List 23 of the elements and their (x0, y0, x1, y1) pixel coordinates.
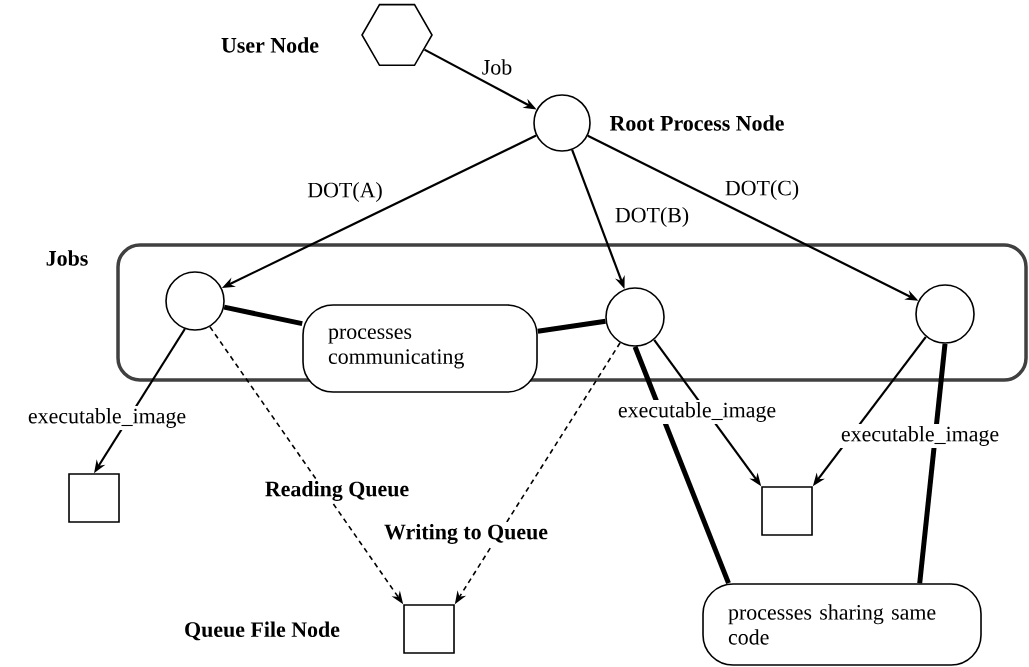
process-circle (165, 271, 225, 331)
square-box (403, 604, 455, 654)
square-box (761, 486, 813, 536)
process-circle (605, 287, 665, 347)
process-circle (915, 284, 975, 344)
edge-label: executable_image (838, 424, 1002, 448)
node-label: User Node (221, 37, 319, 53)
edge-label: executable_image (25, 406, 189, 430)
group-label: Jobs (46, 250, 88, 266)
hexagon (361, 3, 433, 67)
edge-label: DOT(B) (612, 205, 692, 229)
edge-label: Reading Queue (262, 478, 412, 503)
rounded-box: processes sharing same code (702, 583, 982, 666)
edge-label: Job (479, 57, 515, 77)
edge-label: Writing to Queue (382, 521, 550, 546)
rounded-box: processes communicating (302, 304, 538, 393)
process-circle (533, 94, 591, 152)
square-box (68, 473, 120, 523)
edge-label: DOT(C) (722, 178, 802, 202)
node-label: Queue File Node (185, 621, 340, 641)
edge-label: executable_image (615, 400, 779, 424)
node-label: Root Process Node (609, 115, 784, 131)
edge-label: DOT(A) (305, 180, 385, 204)
